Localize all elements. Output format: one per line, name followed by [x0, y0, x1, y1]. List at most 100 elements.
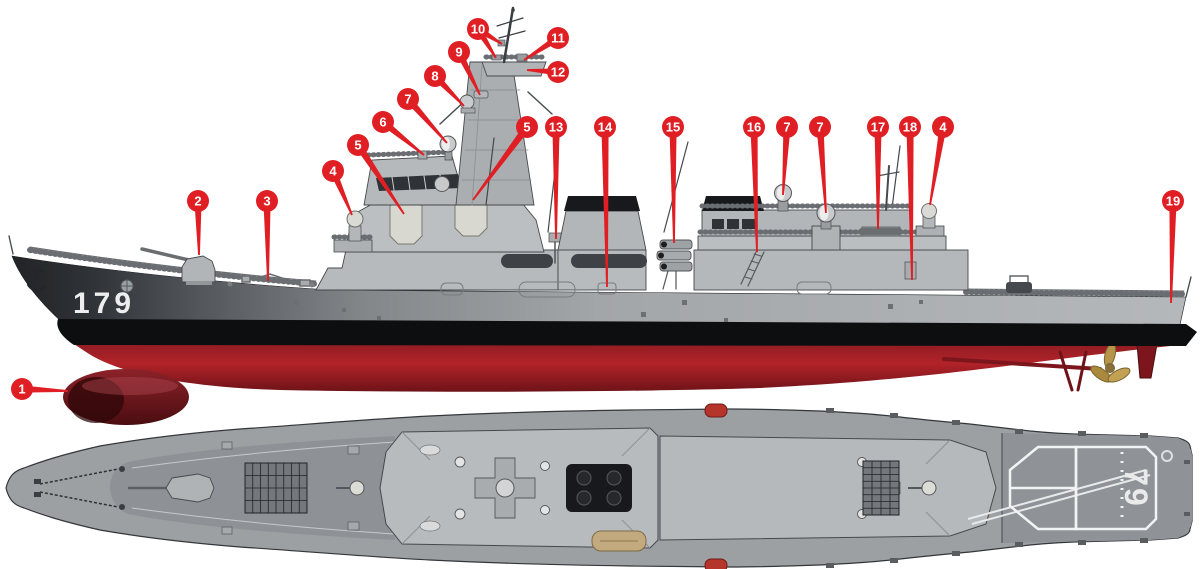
- top-plan-view: 79: [5, 403, 1193, 569]
- callout-number: 3: [263, 194, 270, 209]
- deck-edge-fittings: [826, 408, 1190, 568]
- callout-12-11: 12: [526, 61, 569, 83]
- callout-badge: [547, 27, 569, 49]
- callout-badge: [467, 18, 489, 40]
- callout-leader-line: [906, 126, 914, 281]
- stern-staff: [1185, 276, 1192, 298]
- callout-number: 5: [354, 138, 361, 153]
- callout-number: 2: [194, 194, 201, 209]
- flight-deck-number: 79: [1118, 468, 1154, 508]
- deck-hatches-plan: [221, 441, 360, 535]
- anchor: [27, 267, 46, 292]
- quarterdeck-boat: [1006, 275, 1032, 293]
- propeller-shaft: [942, 357, 1102, 371]
- callout-number: 19: [1166, 194, 1180, 209]
- callout-6-5: 6: [372, 111, 425, 156]
- callout-16-16: 16: [743, 116, 765, 253]
- hull-side-hatches: [294, 300, 923, 322]
- callout-leader-line: [472, 124, 530, 201]
- rescue-boat-port: [704, 403, 728, 418]
- anchor-chain-gear: [34, 466, 125, 510]
- aft-deckhouse-windows: [712, 219, 755, 229]
- main-gun-plan: [128, 473, 215, 503]
- callout-2-1: 2: [187, 190, 209, 256]
- callout-number: 5: [523, 120, 530, 135]
- callout-number: 1: [18, 382, 25, 397]
- bridge-window-mullions: [391, 174, 443, 191]
- satcom-radome: [459, 94, 475, 110]
- mast-plan: [454, 456, 550, 520]
- callout-15-15: 15: [662, 116, 684, 244]
- aft-vls-plan: [862, 460, 900, 516]
- callout-number: 9: [455, 45, 462, 60]
- aft-house-door: [904, 261, 917, 280]
- callout-7-17: 7: [776, 116, 798, 196]
- main-gun-turret: [140, 247, 216, 285]
- ciws-forward-plan: [336, 480, 365, 496]
- callout-number: 4: [939, 120, 947, 135]
- aft-mast: [876, 165, 900, 211]
- callout-badge: [347, 134, 369, 156]
- shaft-strut: [1058, 350, 1088, 392]
- callout-leader-line: [194, 200, 202, 256]
- jackstaff: [8, 235, 14, 255]
- flight-deck-plan: 79: [967, 433, 1192, 543]
- callout-number: 14: [598, 120, 613, 135]
- callout-number: 12: [551, 65, 565, 80]
- aegis-deckhouse: [343, 202, 545, 253]
- rudder: [1136, 343, 1158, 379]
- callout-badge: [776, 116, 798, 138]
- callout-badge: [322, 160, 344, 182]
- callout-1-0: 1: [11, 378, 69, 400]
- tacan-antenna: [473, 90, 489, 99]
- callout-4-21: 4: [929, 116, 954, 206]
- callout-badge: [1162, 190, 1184, 212]
- callout-number: 4: [329, 164, 337, 179]
- callout-14-14: 14: [594, 116, 616, 288]
- satcom-bracket: [460, 107, 476, 114]
- callout-13-13: 13: [545, 116, 567, 239]
- aft-deckhouse-ladder: [740, 249, 765, 287]
- ciws-aft: [915, 203, 945, 237]
- rescue-boat-starboard: [704, 558, 728, 569]
- superstructure-plan-aft: [659, 435, 997, 541]
- callout-number: 8: [431, 69, 438, 84]
- callout-badge: [867, 116, 889, 138]
- callout-badge: [516, 116, 538, 138]
- underwater-hull: [74, 344, 1180, 392]
- callout-leader-line: [552, 127, 560, 239]
- aft-vls-top: [858, 226, 904, 237]
- upper-hull: [11, 255, 1187, 335]
- callout-number: 16: [747, 120, 761, 135]
- callout-5-12: 5: [472, 116, 538, 201]
- callout-badge: [743, 116, 765, 138]
- callout-leader-line: [1169, 200, 1177, 304]
- side-profile-view: 179: [8, 6, 1197, 425]
- callout-7-6: 7: [397, 88, 448, 144]
- forward-funnel: [557, 196, 647, 291]
- deck-seam-lines: [131, 441, 396, 535]
- spg62-illuminator-aft: [811, 203, 841, 251]
- callout-number: 7: [783, 120, 790, 135]
- aft-railing: [963, 289, 1187, 297]
- callout-leader-line: [21, 385, 69, 393]
- callout-19-22: 19: [1162, 190, 1184, 304]
- callout-number: 10: [471, 22, 485, 37]
- callout-leader-line: [355, 143, 405, 215]
- bridge-roof-railing: [365, 149, 455, 158]
- callout-7-18: 7: [809, 116, 831, 214]
- callout-18-20: 18: [899, 116, 921, 281]
- callout-badge: [547, 61, 569, 83]
- waterline-stripe: [57, 319, 1197, 346]
- callout-8-7: 8: [424, 65, 465, 107]
- callout-badge: [372, 111, 394, 133]
- callout-leader-line: [929, 126, 947, 206]
- bow-railing: [27, 247, 319, 287]
- callout-badge: [899, 116, 921, 138]
- ssm-launchers: [656, 239, 693, 290]
- callout-badge: [11, 378, 33, 400]
- callout-5-4: 5: [347, 134, 405, 215]
- callout-badge: [187, 190, 209, 212]
- callout-number: 17: [871, 120, 885, 135]
